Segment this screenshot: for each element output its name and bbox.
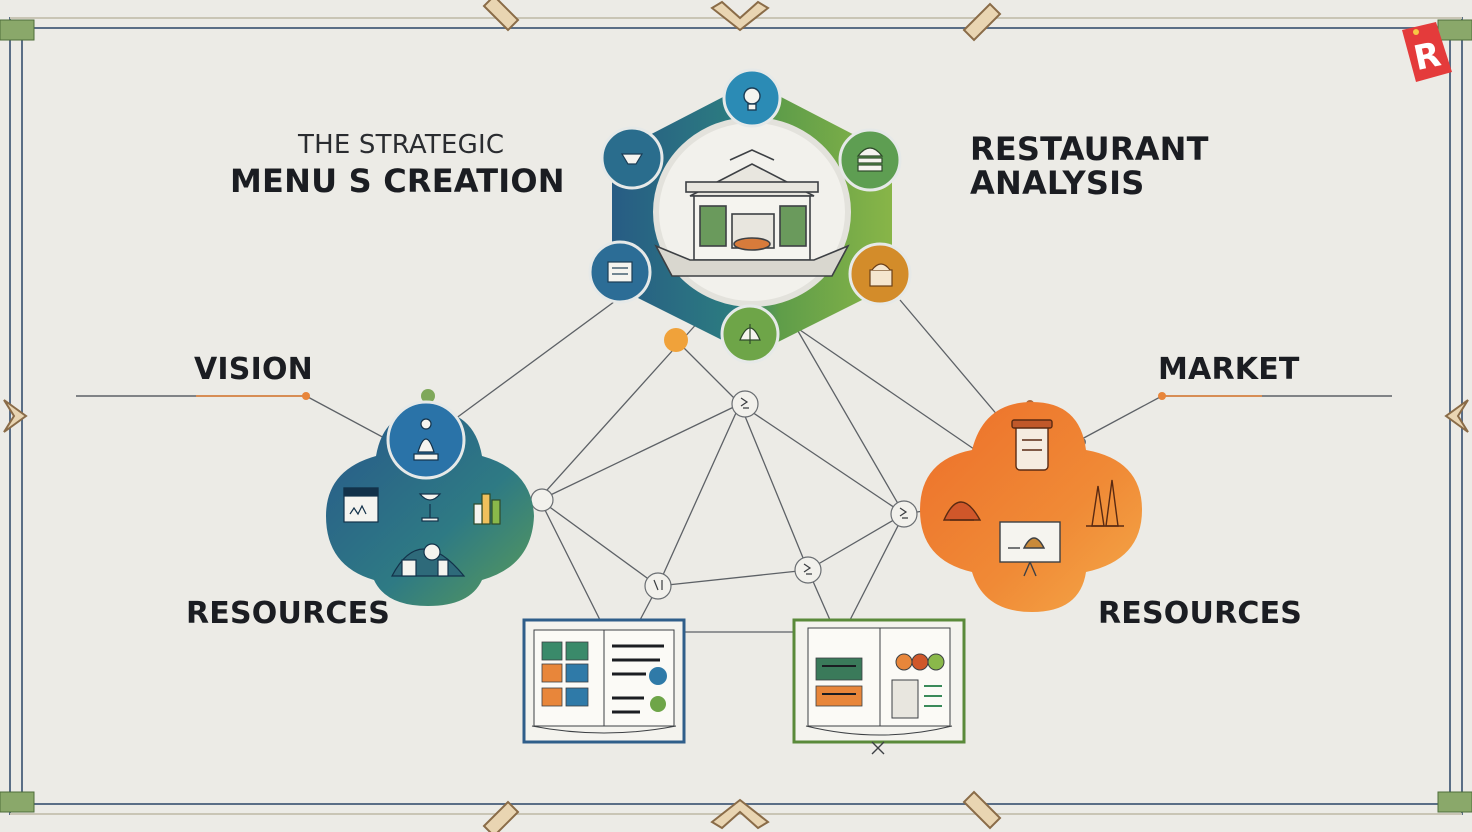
- menu-right-stand: [871, 741, 885, 755]
- menu-right-base: [805, 725, 953, 736]
- vision-connector-dot: [302, 392, 310, 400]
- chart-board-icon: [343, 487, 379, 523]
- menu-left-text-lines: [612, 644, 664, 714]
- menu-right-blocks: [815, 657, 863, 707]
- resources-right-label: RESOURCES: [1098, 596, 1303, 631]
- junction-node-left: [530, 488, 554, 512]
- bread-icon: [739, 324, 761, 344]
- market-connector-dot: [1158, 392, 1166, 400]
- restaurant-label: RESTAURANT: [970, 130, 1209, 168]
- junction-node-bottom-left: [644, 572, 672, 600]
- green-junction-dot: [421, 389, 435, 403]
- right-cluster: [920, 402, 1142, 612]
- chess-piece-icon: [413, 418, 439, 461]
- menu-book-right: [792, 618, 966, 755]
- restaurant-building-icon: [654, 149, 850, 277]
- food-board-icon: [999, 521, 1061, 577]
- market-label: MARKET: [1158, 352, 1300, 387]
- menu-left-base: [531, 725, 677, 734]
- analysis-label: ANALYSIS: [970, 164, 1145, 202]
- junction-nodes: [530, 390, 918, 600]
- menu-left-badge: [649, 667, 667, 685]
- frame-ornaments: [3, 0, 1469, 832]
- cake-icon: [869, 263, 893, 287]
- bottles-icon: [473, 493, 501, 525]
- top-hub: [588, 68, 912, 364]
- menu-right-produce-icons: [891, 653, 945, 719]
- burger-icon: [856, 147, 884, 172]
- title-line-2: MENU S CREATION: [230, 162, 565, 200]
- junction-node-glyphs: [653, 397, 908, 591]
- resources-left-label: RESOURCES: [186, 596, 391, 631]
- menu-book-left: [522, 618, 686, 744]
- menu-card-icon: [607, 261, 633, 283]
- frame-corner-marks: [0, 19, 1472, 813]
- right-cluster-shape: [920, 402, 1142, 612]
- menu-left-tiles: [541, 641, 589, 707]
- lightbulb-icon: [743, 87, 761, 111]
- jar-icon: [1011, 419, 1053, 471]
- brand-r-tag-icon: R: [1402, 22, 1452, 82]
- bowl-icon: [620, 153, 644, 165]
- grill-icon: [942, 501, 982, 521]
- vision-label: VISION: [194, 352, 313, 387]
- chef-icon: [391, 543, 466, 577]
- menu-left-badge-2: [650, 696, 666, 712]
- orange-junction-dot: [664, 328, 688, 352]
- title-line-1: THE STRATEGIC: [298, 130, 505, 160]
- bottles-right-icon: [1086, 479, 1124, 527]
- wine-icon: [418, 493, 442, 522]
- left-cluster: [326, 400, 534, 606]
